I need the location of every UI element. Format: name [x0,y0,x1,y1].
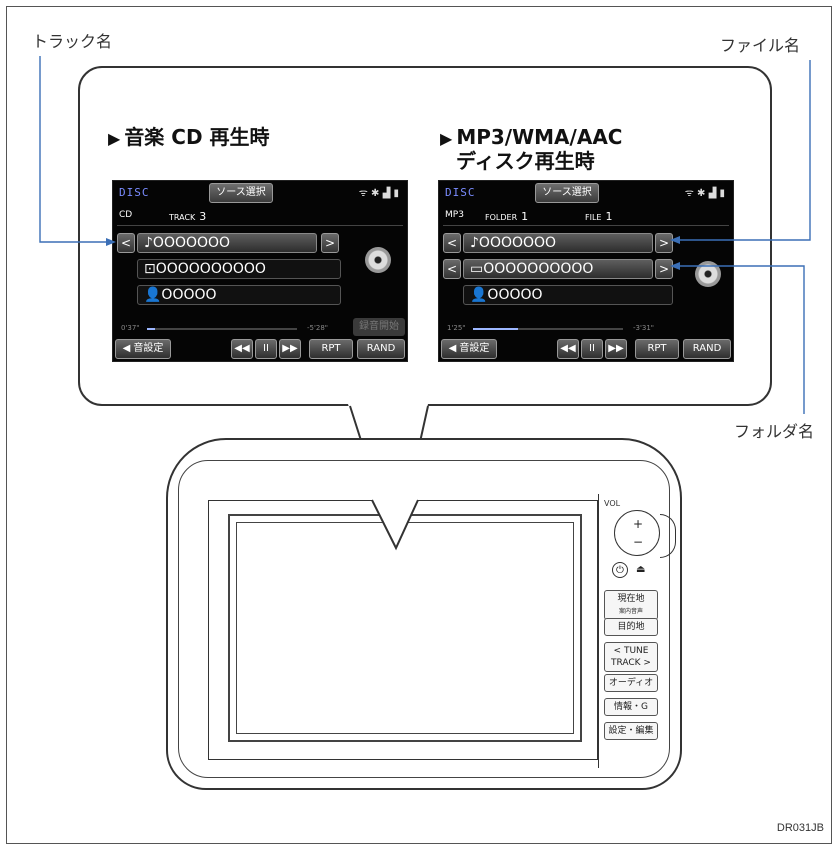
head-unit-body [166,438,682,790]
folder-label: FOLDER [485,213,518,222]
info-button[interactable]: 情報・G [604,698,658,716]
disc-label: DISC [445,186,476,199]
settings-edit-button[interactable]: 設定・編集 [604,722,658,740]
source-select-button[interactable]: ソース選択 [209,183,273,203]
file-number: 1 [605,210,613,223]
folder-number: 1 [521,210,529,223]
elapsed-time: 0'37" [121,324,140,332]
track-number: 3 [199,210,207,223]
audio-button[interactable]: オーディオ [604,674,658,692]
prev-folder-button[interactable]: < [443,259,461,279]
tail-tip [371,499,419,551]
track-name-row[interactable]: ♪OOOOOOO [137,233,317,253]
seek-fill [473,328,518,330]
rewind-button[interactable]: ◀◀ [557,339,579,359]
repeat-button[interactable]: RPT [635,339,679,359]
rewind-button[interactable]: ◀◀ [231,339,253,359]
bottom-bar: ◀ 音設定 ◀◀ II ▶▶ RPT RAND [113,339,407,361]
seek-track [147,328,297,330]
artist-name-row: 👤OOOOO [137,285,341,305]
bottom-bar: ◀ 音設定 ◀◀ II ▶▶ RPT RAND [439,339,733,361]
track-label: TRACK [169,213,196,222]
album-name-row: ⊡OOOOOOOOOO [137,259,341,279]
random-button[interactable]: RAND [683,339,731,359]
track-name-leader [39,56,110,243]
folder-name-leader [676,265,805,414]
seek-track [473,328,623,330]
source-select-button[interactable]: ソース選択 [535,183,599,203]
control-panel [598,494,663,768]
next-folder-button[interactable]: > [655,259,673,279]
next-track-button[interactable]: > [321,233,339,253]
current-location-button[interactable]: 現在地 案内音声 [604,590,658,620]
disc-label: DISC [119,186,150,199]
elapsed-time: 1'25" [447,324,466,332]
status-icons: ᯤ ✱ ▟ ▮ [684,188,725,199]
eject-icon[interactable]: ⏏ [636,564,646,575]
mp3-section-title-line2: ディスク再生時 [456,149,595,173]
seek-bar[interactable]: 1'25" -3'31" [447,324,667,333]
sound-settings-button[interactable]: ◀ 音設定 [115,339,171,359]
media-type: MP3 [445,210,464,220]
track-name-callout: トラック名 [32,32,113,51]
prev-file-button[interactable]: < [443,233,461,253]
mp3-section-title: ▶MP3/WMA/AAC ディスク再生時 [440,126,622,172]
remaining-time: -5'28" [307,324,329,332]
fast-forward-button[interactable]: ▶▶ [279,339,301,359]
status-icons: ᯤ ✱ ▟ ▮ [358,188,399,199]
tune-track-button[interactable]: < TUNE TRACK > [604,642,658,672]
arrowhead-icon [670,262,680,270]
record-start-button[interactable]: 録音開始 [353,318,405,336]
volume-down-label: − [633,535,644,549]
top-bar: DISC ソース選択 ᯤ ✱ ▟ ▮ [439,181,733,205]
destination-button[interactable]: 目的地 [604,618,658,636]
repeat-button[interactable]: RPT [309,339,353,359]
figure-code: DR031JB [776,822,824,834]
top-bar: DISC ソース選択 ᯤ ✱ ▟ ▮ [113,181,407,205]
file-name-row[interactable]: ♪OOOOOOO [463,233,653,253]
cd-section-title: ▶音楽 CD 再生時 [108,126,270,150]
seek-fill [147,328,155,330]
remaining-time: -3'31" [633,324,655,332]
file-label: FILE [585,213,602,222]
arrowhead-icon [106,238,116,246]
volume-knob[interactable]: + − [614,510,660,556]
file-name-callout: ファイル名 [720,36,801,55]
volume-up-label: + [633,517,644,531]
cd-section-title-text: 音楽 CD 再生時 [124,125,270,149]
seek-bar[interactable]: 0'37" -5'28" [121,324,341,333]
next-file-button[interactable]: > [655,233,673,253]
pause-button[interactable]: II [255,339,277,359]
vol-label: VOL [604,499,621,508]
folder-name-row[interactable]: ▭OOOOOOOOOO [463,259,653,279]
random-button[interactable]: RAND [357,339,405,359]
current-location-sublabel: 案内音声 [618,608,643,615]
folder-name-callout: フォルダ名 [734,422,815,441]
prev-track-button[interactable]: < [117,233,135,253]
arrowhead-icon [670,236,680,244]
mp3-section-title-line1: MP3/WMA/AAC [456,125,623,149]
artist-name-row: 👤OOOOO [463,285,673,305]
arrow-icon: ▶ [108,129,121,148]
media-type: CD [119,210,133,220]
current-location-label: 現在地 [617,594,645,604]
fast-forward-button[interactable]: ▶▶ [605,339,627,359]
power-icon[interactable]: ⏻ [612,562,628,578]
arrow-icon: ▶ [440,129,453,148]
tail-mask [372,500,418,548]
file-name-leader [676,60,811,241]
disc-icon [365,247,391,273]
head-unit-bezel [178,460,670,778]
sound-settings-button[interactable]: ◀ 音設定 [441,339,497,359]
pause-button[interactable]: II [581,339,603,359]
